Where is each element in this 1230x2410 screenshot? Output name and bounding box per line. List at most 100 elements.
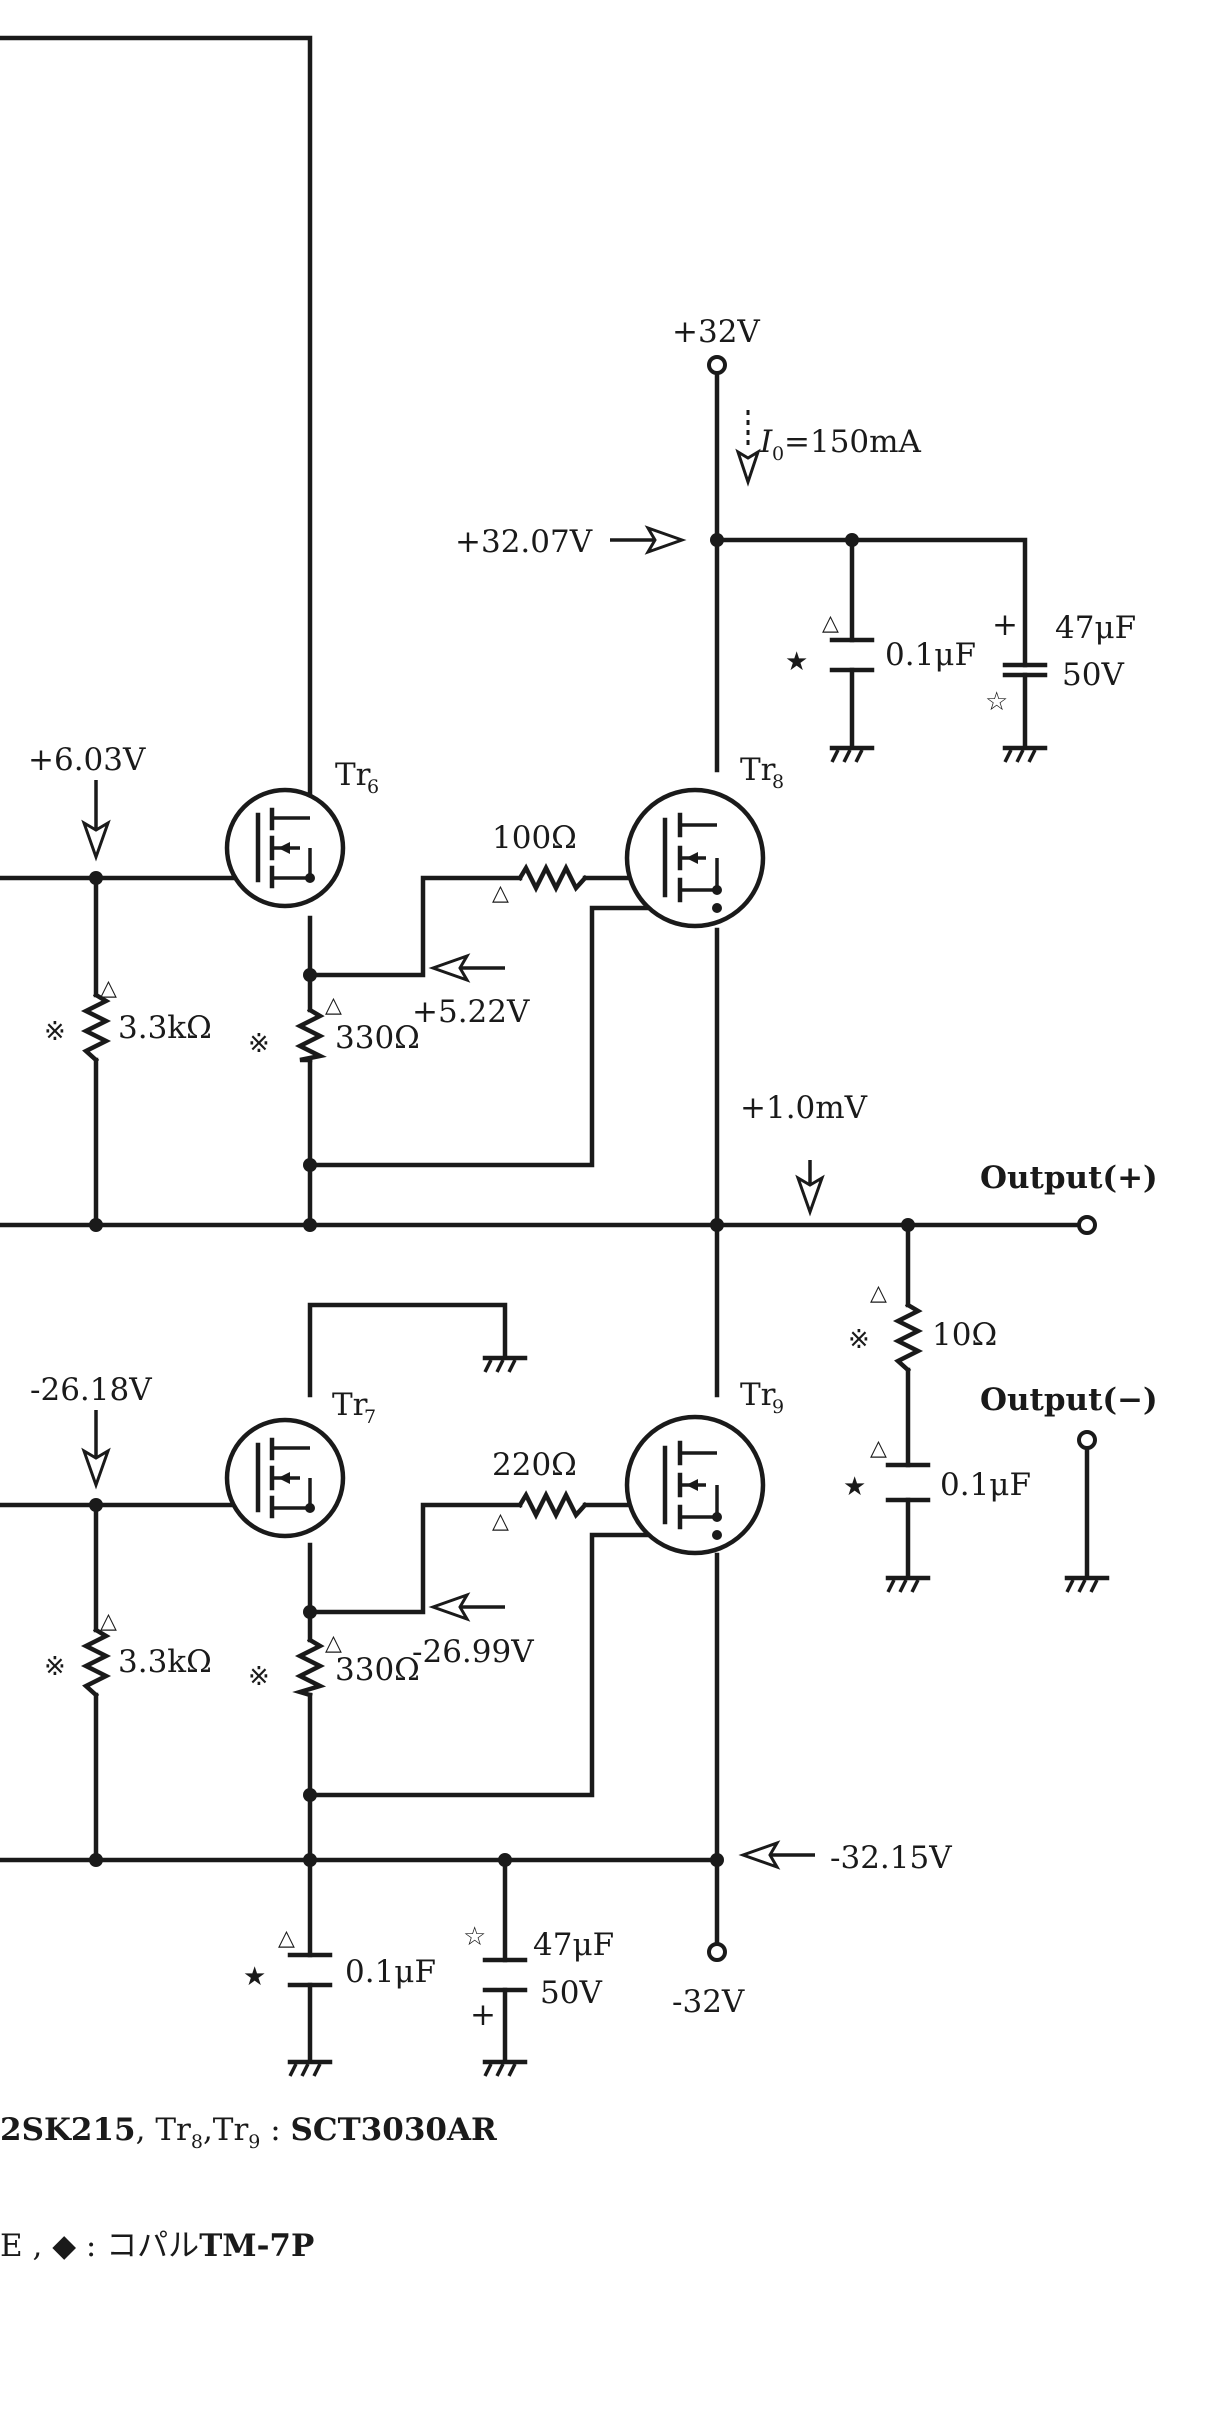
r-gate-upper-label: 100Ω xyxy=(492,820,577,856)
arrow-left-icon xyxy=(738,1840,815,1870)
labels: +32V I 0 =150mA +32.07V +6.03V +5.22V +1… xyxy=(28,314,1158,2033)
ref-marker: ※ xyxy=(248,1662,270,1692)
c-zobel-label: 0.1μF xyxy=(940,1467,1031,1503)
tr7-sub: 7 xyxy=(364,1406,376,1428)
resistor-330-upper xyxy=(294,1006,327,1063)
triangle-marker: △ xyxy=(870,1281,887,1306)
r-gate-lower-label: 220Ω xyxy=(492,1447,577,1483)
resistor-3k3-lower xyxy=(80,1626,112,1699)
resistor-10-ohm xyxy=(892,1301,924,1374)
plus-marker: + xyxy=(992,607,1018,643)
ground-icon xyxy=(1002,745,1048,763)
mosfet-tr6 xyxy=(224,787,346,909)
ground-icon xyxy=(829,745,875,763)
open-star-marker: ☆ xyxy=(985,687,1008,717)
tr9-label: Tr xyxy=(740,1377,776,1413)
v-tr7-gate-label: -26.18V xyxy=(30,1372,152,1408)
mosfet-tr8 xyxy=(624,787,766,929)
tr6-label: Tr xyxy=(335,757,371,793)
triangle-marker: △ xyxy=(492,881,509,906)
tr9-sub: 9 xyxy=(772,1396,784,1418)
tr8-sub: 8 xyxy=(772,771,784,793)
ground-icon xyxy=(482,2059,528,2077)
star-marker: ★ xyxy=(785,647,808,677)
idle-current-value: =150mA xyxy=(784,424,922,460)
v-neg-rail-label: -32.15V xyxy=(830,1840,952,1876)
r-bias-upper-right-label: 330Ω xyxy=(335,1020,420,1056)
plus-marker: + xyxy=(470,1997,496,2033)
ref-marker: ※ xyxy=(848,1325,870,1355)
parts-note-line1: 2SK215, Tr8,Tr9 : SCT3030AR xyxy=(0,2112,497,2153)
current-arrow-icon xyxy=(735,410,761,487)
arrow-left-icon xyxy=(428,953,505,983)
triangle-marker: △ xyxy=(325,993,342,1018)
ground-icon xyxy=(482,1355,528,1373)
resistor-3k3-upper xyxy=(80,991,112,1064)
triangle-marker: △ xyxy=(100,976,117,1001)
mosfet-tr9 xyxy=(624,1414,766,1556)
c-pos-elec-v-label: 50V xyxy=(1062,657,1124,693)
v-tr7-source-label: -26.99V xyxy=(412,1634,534,1670)
v-tr6-gate-label: +6.03V xyxy=(28,742,146,778)
idle-current-sub: 0 xyxy=(772,443,784,465)
open-star-marker: ☆ xyxy=(463,1922,486,1952)
v-tr6-source-label: +5.22V xyxy=(412,994,530,1030)
idle-current-symbol: I xyxy=(759,424,773,460)
capacitors xyxy=(287,637,1048,1993)
ref-marker: ※ xyxy=(44,1017,66,1047)
voltage-arrows xyxy=(81,410,825,1870)
r-zobel-label: 10Ω xyxy=(932,1317,997,1353)
triangle-marker: △ xyxy=(100,1609,117,1634)
triangle-marker: △ xyxy=(492,1509,509,1534)
c-neg-bypass-label: 0.1μF xyxy=(345,1954,436,1990)
parts-note-line2: E , ◆ : コパルTM-7P xyxy=(0,2228,314,2264)
pos-supply-terminal xyxy=(707,355,727,375)
output-neg-label: Output(−) xyxy=(980,1382,1158,1418)
output-pos-terminal xyxy=(1077,1215,1097,1235)
c-pos-bypass-label: 0.1μF xyxy=(885,637,976,673)
arrow-down-icon xyxy=(81,1410,111,1490)
neg-supply-terminal xyxy=(707,1942,727,1962)
resistors xyxy=(80,862,924,1699)
footer-notes: 2SK215, Tr8,Tr9 : SCT3030AR E , ◆ : コパルT… xyxy=(0,2112,497,2264)
r-bias-lower-left-label: 3.3kΩ xyxy=(118,1644,212,1680)
resistor-330-lower xyxy=(292,1636,327,1698)
tr6-sub: 6 xyxy=(367,776,379,798)
arrow-left-icon xyxy=(428,1592,505,1622)
output-pos-label: Output(+) xyxy=(980,1160,1158,1196)
c-neg-elec-label: 47μF xyxy=(533,1927,614,1963)
v-output-label: +1.0mV xyxy=(740,1090,868,1126)
star-marker: ★ xyxy=(843,1472,866,1502)
ground-icon xyxy=(1064,1575,1110,1593)
pos-supply-label: +32V xyxy=(672,314,760,350)
resistor-220-ohm xyxy=(516,1489,589,1521)
circuit-wiring xyxy=(0,35,1090,2063)
r-bias-upper-left-label: 3.3kΩ xyxy=(118,1010,212,1046)
ground-icon xyxy=(287,2059,333,2077)
terminals xyxy=(707,355,1097,1962)
ref-marker: ※ xyxy=(248,1029,270,1059)
tr8-label: Tr xyxy=(740,752,776,788)
arrow-down-icon xyxy=(795,1160,825,1217)
triangle-marker: △ xyxy=(325,1631,342,1656)
mosfet-tr7 xyxy=(224,1417,346,1539)
neg-supply-label: -32V xyxy=(672,1984,745,2020)
ground-symbols xyxy=(287,745,1110,2077)
r-bias-lower-right-label: 330Ω xyxy=(335,1652,420,1688)
v-pos-rail-label: +32.07V xyxy=(455,524,593,560)
triangle-marker: △ xyxy=(870,1436,887,1461)
arrow-right-icon xyxy=(610,525,687,555)
ref-marker: ※ xyxy=(44,1652,66,1682)
arrow-down-icon xyxy=(81,780,111,862)
output-neg-terminal xyxy=(1077,1430,1097,1450)
triangle-marker: △ xyxy=(822,611,839,636)
star-marker: ★ xyxy=(243,1962,266,1992)
resistor-100-ohm xyxy=(516,862,589,894)
ground-icon xyxy=(885,1575,931,1593)
junction-dots xyxy=(89,533,915,1867)
c-pos-elec-label: 47μF xyxy=(1055,610,1136,646)
c-neg-elec-v-label: 50V xyxy=(540,1975,602,2011)
tr7-label: Tr xyxy=(332,1387,368,1423)
triangle-marker: △ xyxy=(278,1926,295,1951)
